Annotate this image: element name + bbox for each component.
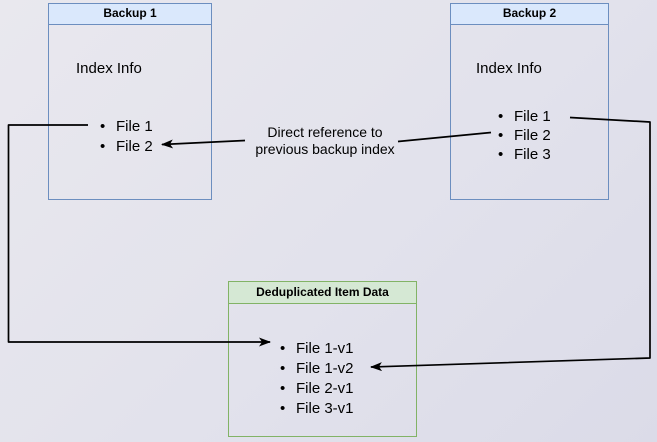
backup1-file-item: File 2: [100, 136, 153, 156]
dedup-header: Deduplicated Item Data: [229, 282, 416, 304]
dedup-file-list: File 1-v1 File 1-v2 File 2-v1 File 3-v1: [280, 338, 354, 418]
backup2-file-list: File 1 File 2 File 3: [498, 107, 551, 164]
file-label: File 1: [514, 108, 551, 125]
backup1-header: Backup 1: [49, 4, 211, 25]
backup2-header: Backup 2: [451, 4, 608, 25]
backup2-file-item: File 2: [498, 126, 551, 145]
backup1-box: Backup 1 Index Info File 1 File 2: [48, 3, 212, 200]
file-label: File 3-v1: [296, 399, 354, 417]
direct-reference-label: Direct reference to previous backup inde…: [255, 124, 395, 157]
file-label: File 3: [514, 146, 551, 163]
file-label: File 2: [116, 137, 153, 155]
backup2-index-info-label: Index Info: [476, 60, 542, 77]
file-label: File 2-v1: [296, 379, 354, 397]
backup2-file-item: File 1: [498, 107, 551, 126]
dedup-box: Deduplicated Item Data File 1-v1 File 1-…: [228, 281, 417, 437]
backup2-box: Backup 2 Index Info File 1 File 2 File 3: [450, 3, 609, 200]
file-label: File 2: [514, 127, 551, 144]
file-label: File 1: [116, 117, 153, 135]
dedup-file-item: File 2-v1: [280, 378, 354, 398]
dedup-file-item: File 1-v2: [280, 358, 354, 378]
file-label: File 1-v1: [296, 339, 354, 357]
backup1-file-item: File 1: [100, 116, 153, 136]
dedup-file-item: File 1-v1: [280, 338, 354, 358]
backup1-index-info-label: Index Info: [76, 60, 142, 77]
file-label: File 1-v2: [296, 359, 354, 377]
dedup-file-item: File 3-v1: [280, 398, 354, 418]
backup2-file-item: File 3: [498, 145, 551, 164]
backup1-file-list: File 1 File 2: [100, 116, 153, 156]
